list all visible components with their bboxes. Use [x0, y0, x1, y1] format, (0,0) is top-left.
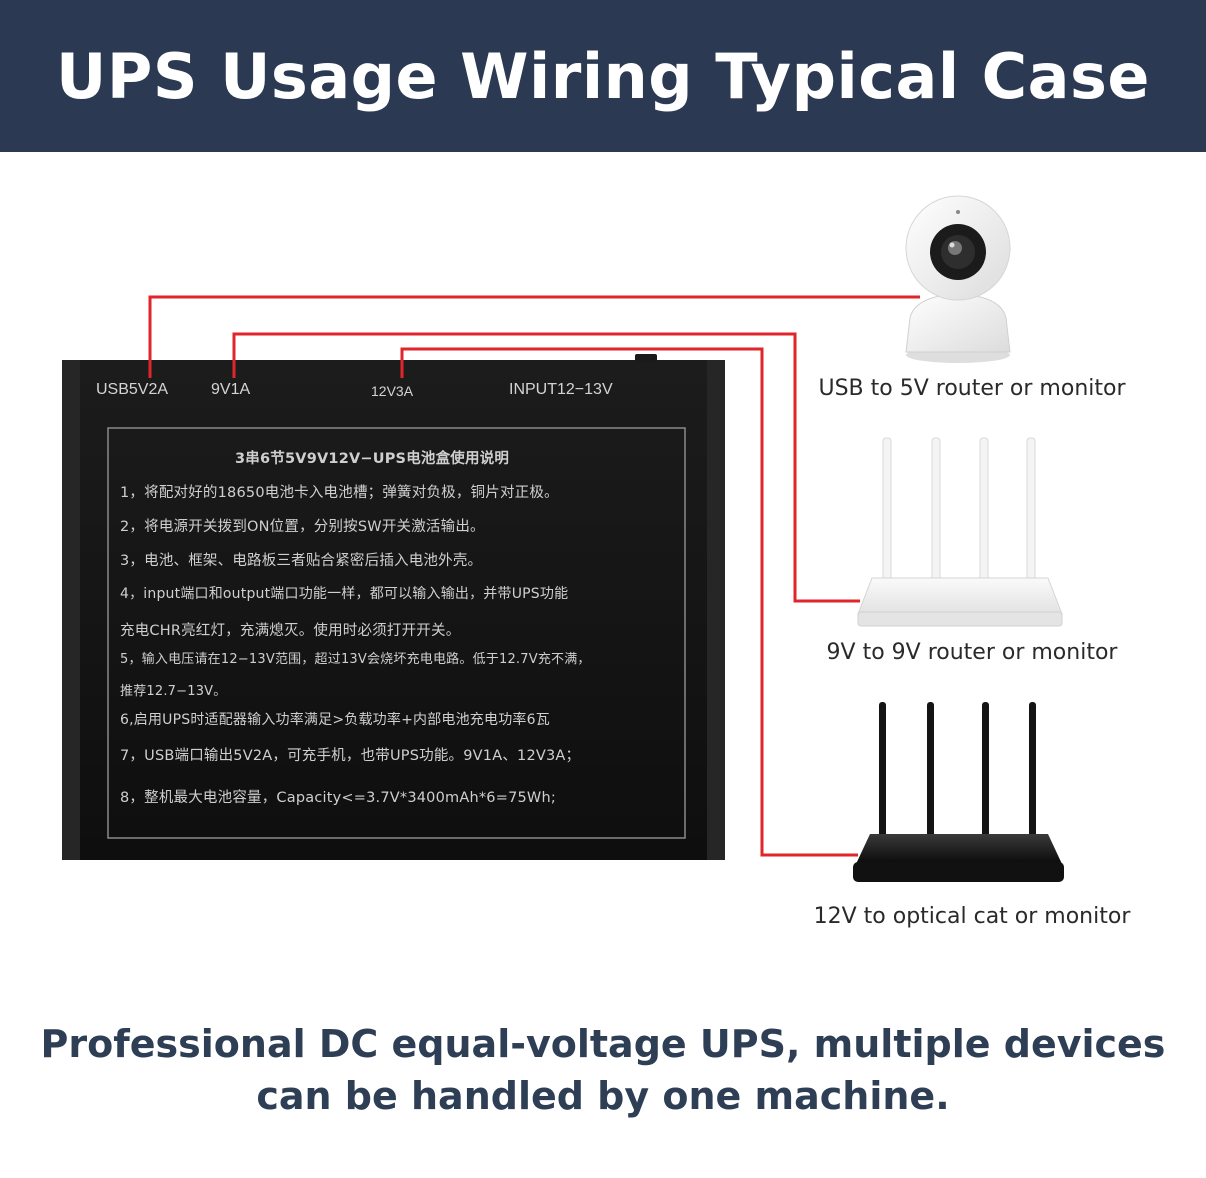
ups-body — [62, 360, 725, 860]
ups-power-switch — [635, 354, 657, 362]
ups-right-edge — [707, 360, 725, 860]
header-banner: UPS Usage Wiring Typical Case — [0, 0, 1206, 152]
instruction-line: 4，input端口和output端口功能一样，都可以输入输出，并带UPS功能 — [120, 586, 569, 602]
device-label-black-router: 12V to optical cat or monitor — [813, 904, 1131, 929]
black-router-icon — [853, 702, 1064, 882]
security-camera-icon — [905, 195, 1011, 363]
port-label-input: INPUT12−13V — [509, 381, 613, 398]
white-router-icon — [857, 437, 1063, 627]
instruction-line: 3，电池、框架、电路板三者贴合紧密后插入电池外壳。 — [120, 553, 483, 569]
port-label-12v: 12V3A — [371, 383, 414, 399]
instruction-line: 5，输入电压请在12−13V范围，超过13V会烧坏充电电路。低于12.7V充不满… — [120, 652, 591, 667]
instruction-label-frame — [107, 427, 686, 839]
instruction-line: 1，将配对好的18650电池卡入电池槽；弹簧对负极，铜片对正极。 — [120, 485, 559, 501]
instruction-line: 8，整机最大电池容量，Capacity<=3.7V*3400mAh*6=75Wh… — [120, 790, 556, 806]
ups-battery-box — [62, 354, 725, 860]
instruction-title: 3串6节5V9V12V−UPS电池盒使用说明 — [235, 451, 510, 467]
wiring-diagram — [62, 195, 1064, 882]
wire-12v-to-black-router — [400, 347, 858, 857]
device-label-white-router: 9V to 9V router or monitor — [826, 640, 1118, 665]
instruction-line: 6,启用UPS时适配器输入功率满足>负载功率+内部电池充电功率6瓦 — [120, 712, 550, 728]
page-title: UPS Usage Wiring Typical Case — [56, 39, 1150, 113]
instruction-line: 2，将电源开关拨到ON位置，分别按SW开关激活输出。 — [120, 519, 485, 535]
footer-line-2: can be handled by one machine. — [256, 1074, 950, 1118]
port-label-usb: USB5V2A — [96, 381, 169, 398]
footer-caption: Professional DC equal-voltage UPS, multi… — [0, 1018, 1206, 1122]
wires — [148, 295, 920, 857]
wire-usb-to-camera — [148, 295, 920, 378]
instruction-line: 充电CHR亮红灯，充满熄灭。使用时必须打开开关。 — [120, 623, 461, 639]
port-label-9v: 9V1A — [211, 381, 251, 398]
wire-9v-to-white-router — [232, 332, 860, 603]
footer-line-1: Professional DC equal-voltage UPS, multi… — [40, 1022, 1166, 1066]
ups-left-edge — [62, 360, 80, 860]
instruction-line: 7，USB端口输出5V2A，可充手机，也带UPS功能。9V1A、12V3A； — [120, 748, 581, 764]
device-label-camera: USB to 5V router or monitor — [818, 376, 1126, 401]
instruction-line: 推荐12.7−13V。 — [120, 684, 227, 699]
